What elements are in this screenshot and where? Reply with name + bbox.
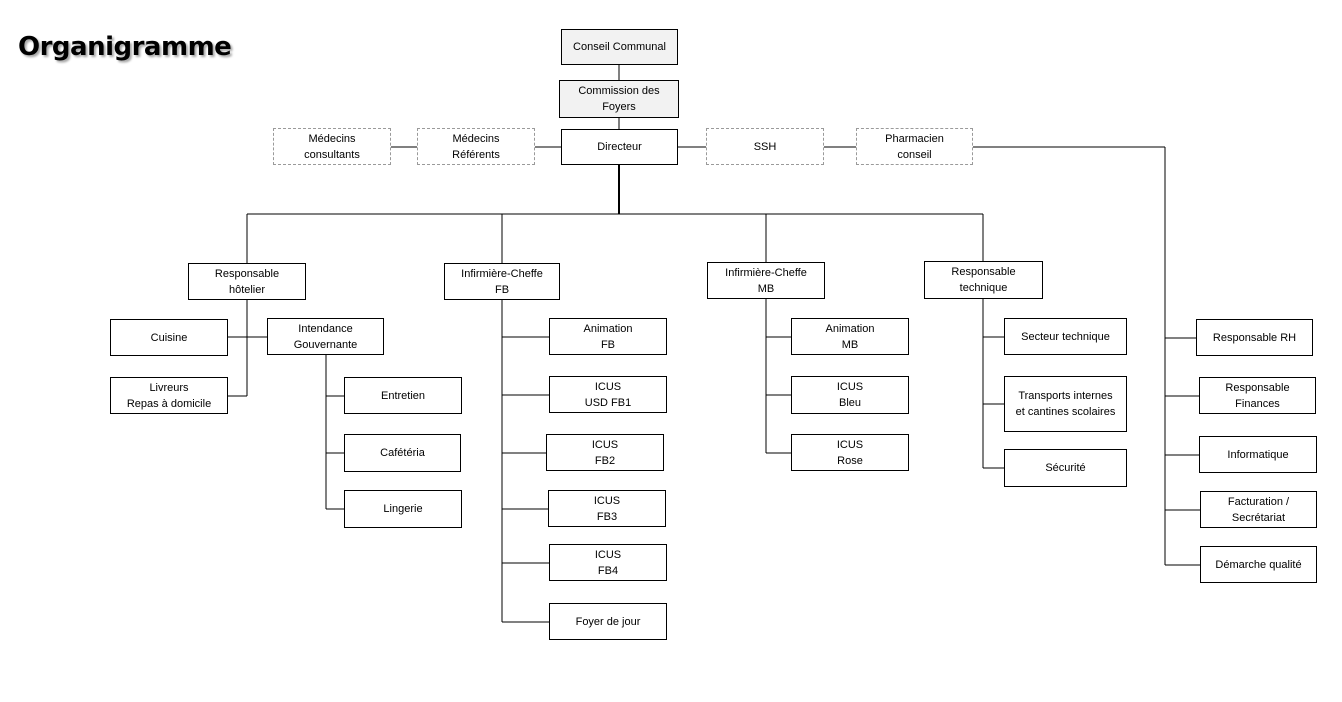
- node-demarche-qualite: Démarche qualité: [1200, 546, 1317, 583]
- node-securite: Sécurité: [1004, 449, 1127, 487]
- node-animation-mb: Animation MB: [791, 318, 909, 355]
- node-lingerie: Lingerie: [344, 490, 462, 528]
- node-secteur-technique: Secteur technique: [1004, 318, 1127, 355]
- node-directeur: Directeur: [561, 129, 678, 165]
- node-entretien: Entretien: [344, 377, 462, 414]
- node-commission-foyers: Commission des Foyers: [559, 80, 679, 118]
- node-icus-rose: ICUS Rose: [791, 434, 909, 471]
- node-responsable-finances: Responsable Finances: [1199, 377, 1316, 414]
- node-responsable-technique: Responsable technique: [924, 261, 1043, 299]
- node-infirmiere-cheffe-fb: Infirmière-Cheffe FB: [444, 263, 560, 300]
- node-transports-internes: Transports internes et cantines scolaire…: [1004, 376, 1127, 432]
- node-pharmacien-conseil: Pharmacien conseil: [856, 128, 973, 165]
- node-icus-fb4: ICUS FB4: [549, 544, 667, 581]
- node-icus-bleu: ICUS Bleu: [791, 376, 909, 414]
- node-infirmiere-cheffe-mb: Infirmière-Cheffe MB: [707, 262, 825, 299]
- node-icus-fb3: ICUS FB3: [548, 490, 666, 527]
- node-icus-fb2: ICUS FB2: [546, 434, 664, 471]
- node-livreurs: Livreurs Repas à domicile: [110, 377, 228, 414]
- node-responsable-rh: Responsable RH: [1196, 319, 1313, 356]
- node-responsable-hotelier: Responsable hôtelier: [188, 263, 306, 300]
- node-foyer-de-jour: Foyer de jour: [549, 603, 667, 640]
- node-cafeteria: Cafétéria: [344, 434, 461, 472]
- page-title: Organigramme: [18, 32, 232, 62]
- node-icus-usd-fb1: ICUS USD FB1: [549, 376, 667, 413]
- node-intendance-gouvernante: Intendance Gouvernante: [267, 318, 384, 355]
- node-informatique: Informatique: [1199, 436, 1317, 473]
- node-ssh: SSH: [706, 128, 824, 165]
- node-facturation-secretariat: Facturation / Secrétariat: [1200, 491, 1317, 528]
- node-cuisine: Cuisine: [110, 319, 228, 356]
- node-medecins-referents: Médecins Référents: [417, 128, 535, 165]
- node-conseil-communal: Conseil Communal: [561, 29, 678, 65]
- node-medecins-consultants: Médecins consultants: [273, 128, 391, 165]
- node-animation-fb: Animation FB: [549, 318, 667, 355]
